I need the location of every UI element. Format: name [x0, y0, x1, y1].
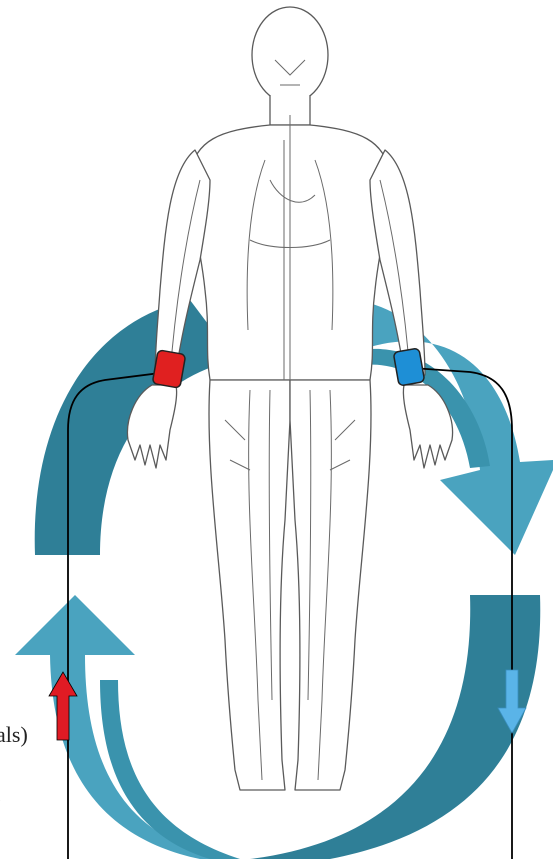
red-wrist-cuff-icon	[152, 350, 185, 388]
partial-caption-text-2: .	[0, 782, 2, 808]
lower-right-circulation-arrow	[250, 595, 540, 859]
lower-left-arrow-inner-shade	[100, 680, 240, 859]
blue-wrist-cuff-icon	[393, 348, 425, 386]
lower-left-circulation-arrow	[15, 595, 230, 859]
head-outline	[252, 7, 328, 103]
right-leg-outline	[290, 380, 371, 790]
partial-caption-text: als)	[0, 722, 28, 748]
left-leg-outline	[209, 380, 290, 790]
upper-right-circulation-arrow	[355, 300, 553, 555]
